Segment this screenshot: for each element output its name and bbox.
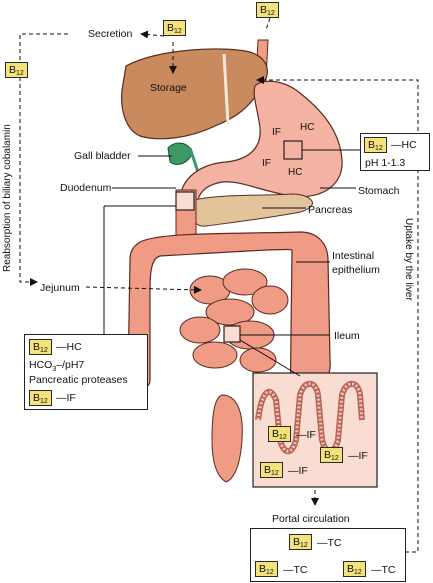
liver xyxy=(121,48,268,140)
b12-duodenum-hc-tag: B12 xyxy=(29,339,52,355)
pointer-lines xyxy=(103,149,360,377)
pancreas-label: Pancreas xyxy=(308,204,353,216)
b12-biliary-tag: B12 xyxy=(5,62,28,78)
portal-tc-text-3: —TC xyxy=(371,564,396,576)
stomach-label: Stomach xyxy=(358,185,400,197)
reabsorption-label: Reabsorption of biliary cobalamin xyxy=(2,124,13,272)
duodenum-marker xyxy=(175,191,195,211)
villi xyxy=(255,380,365,455)
gall-bladder xyxy=(167,142,193,165)
b12-duodenum-if-tag: B12 xyxy=(29,390,52,406)
duodenum-if-text: —IF xyxy=(56,392,76,404)
b12-ileum-tag-3: B12 xyxy=(260,462,283,478)
b12-portal-tag-3: B12 xyxy=(343,561,366,577)
intestinal-epithelium-label-1: Intestinal xyxy=(332,250,375,262)
secretion-label: Secretion xyxy=(88,28,133,40)
stomach-hc-label-2: HC xyxy=(288,167,303,178)
ileum-if-text-1: —IF xyxy=(296,429,316,441)
stomach xyxy=(179,80,343,201)
duodenum-hc-text: —HC xyxy=(56,341,82,353)
rectum xyxy=(211,394,243,483)
stomach-if-label-2: IF xyxy=(262,158,271,169)
b12-ileum-tag-2: B12 xyxy=(320,447,343,463)
b12-portal-tag-1: B12 xyxy=(289,534,312,550)
jejunum-label: Jejunum xyxy=(40,282,80,294)
gall-bladder-label: Gall bladder xyxy=(74,150,131,162)
ileum-if-text-3: —IF xyxy=(288,465,308,477)
stomach-if-label-1: IF xyxy=(272,127,281,138)
b12-intake-tag: B12 xyxy=(256,2,279,18)
dashed-pathways xyxy=(19,17,419,553)
proteases-text: Pancreatic proteases xyxy=(29,374,128,386)
duodenum-label: Duodenum xyxy=(60,182,112,194)
duodenum-info-box: B12 —HC HCO3–/pH7 Pancreatic proteases B… xyxy=(24,334,148,410)
ileum-label: Ileum xyxy=(334,330,360,342)
stomach-hc-label-1: HC xyxy=(300,122,315,133)
ileum-marker xyxy=(223,325,241,343)
b12-secretion-tag: B12 xyxy=(163,20,186,36)
portal-circulation-label: Portal circulation xyxy=(272,513,350,525)
stomach-ph-text: pH 1-1.3 xyxy=(365,157,406,169)
intestinal-epithelium-label-2: epithelium xyxy=(332,264,380,276)
b12-portal-tag-2: B12 xyxy=(255,561,278,577)
storage-label: Storage xyxy=(150,82,187,94)
small-intestine xyxy=(179,268,289,373)
stomach-complex-text: —HC xyxy=(391,139,417,151)
uptake-label: Uptake by the liver xyxy=(403,218,414,301)
bicarbonate-text: HCO3–/pH7 xyxy=(29,359,85,374)
portal-tc-text-1: —TC xyxy=(317,537,342,549)
ileum-if-text-2: —IF xyxy=(348,450,368,462)
portal-circulation-box: B12 —TC B12 —TC B12 —TC xyxy=(250,528,406,582)
stomach-info-box: B12 —HC pH 1-1.3 xyxy=(360,133,430,171)
pancreas xyxy=(190,193,313,227)
b12-stomach-tag: B12 xyxy=(364,137,387,153)
b12-ileum-tag-1: B12 xyxy=(268,426,291,442)
portal-tc-text-2: —TC xyxy=(283,564,308,576)
